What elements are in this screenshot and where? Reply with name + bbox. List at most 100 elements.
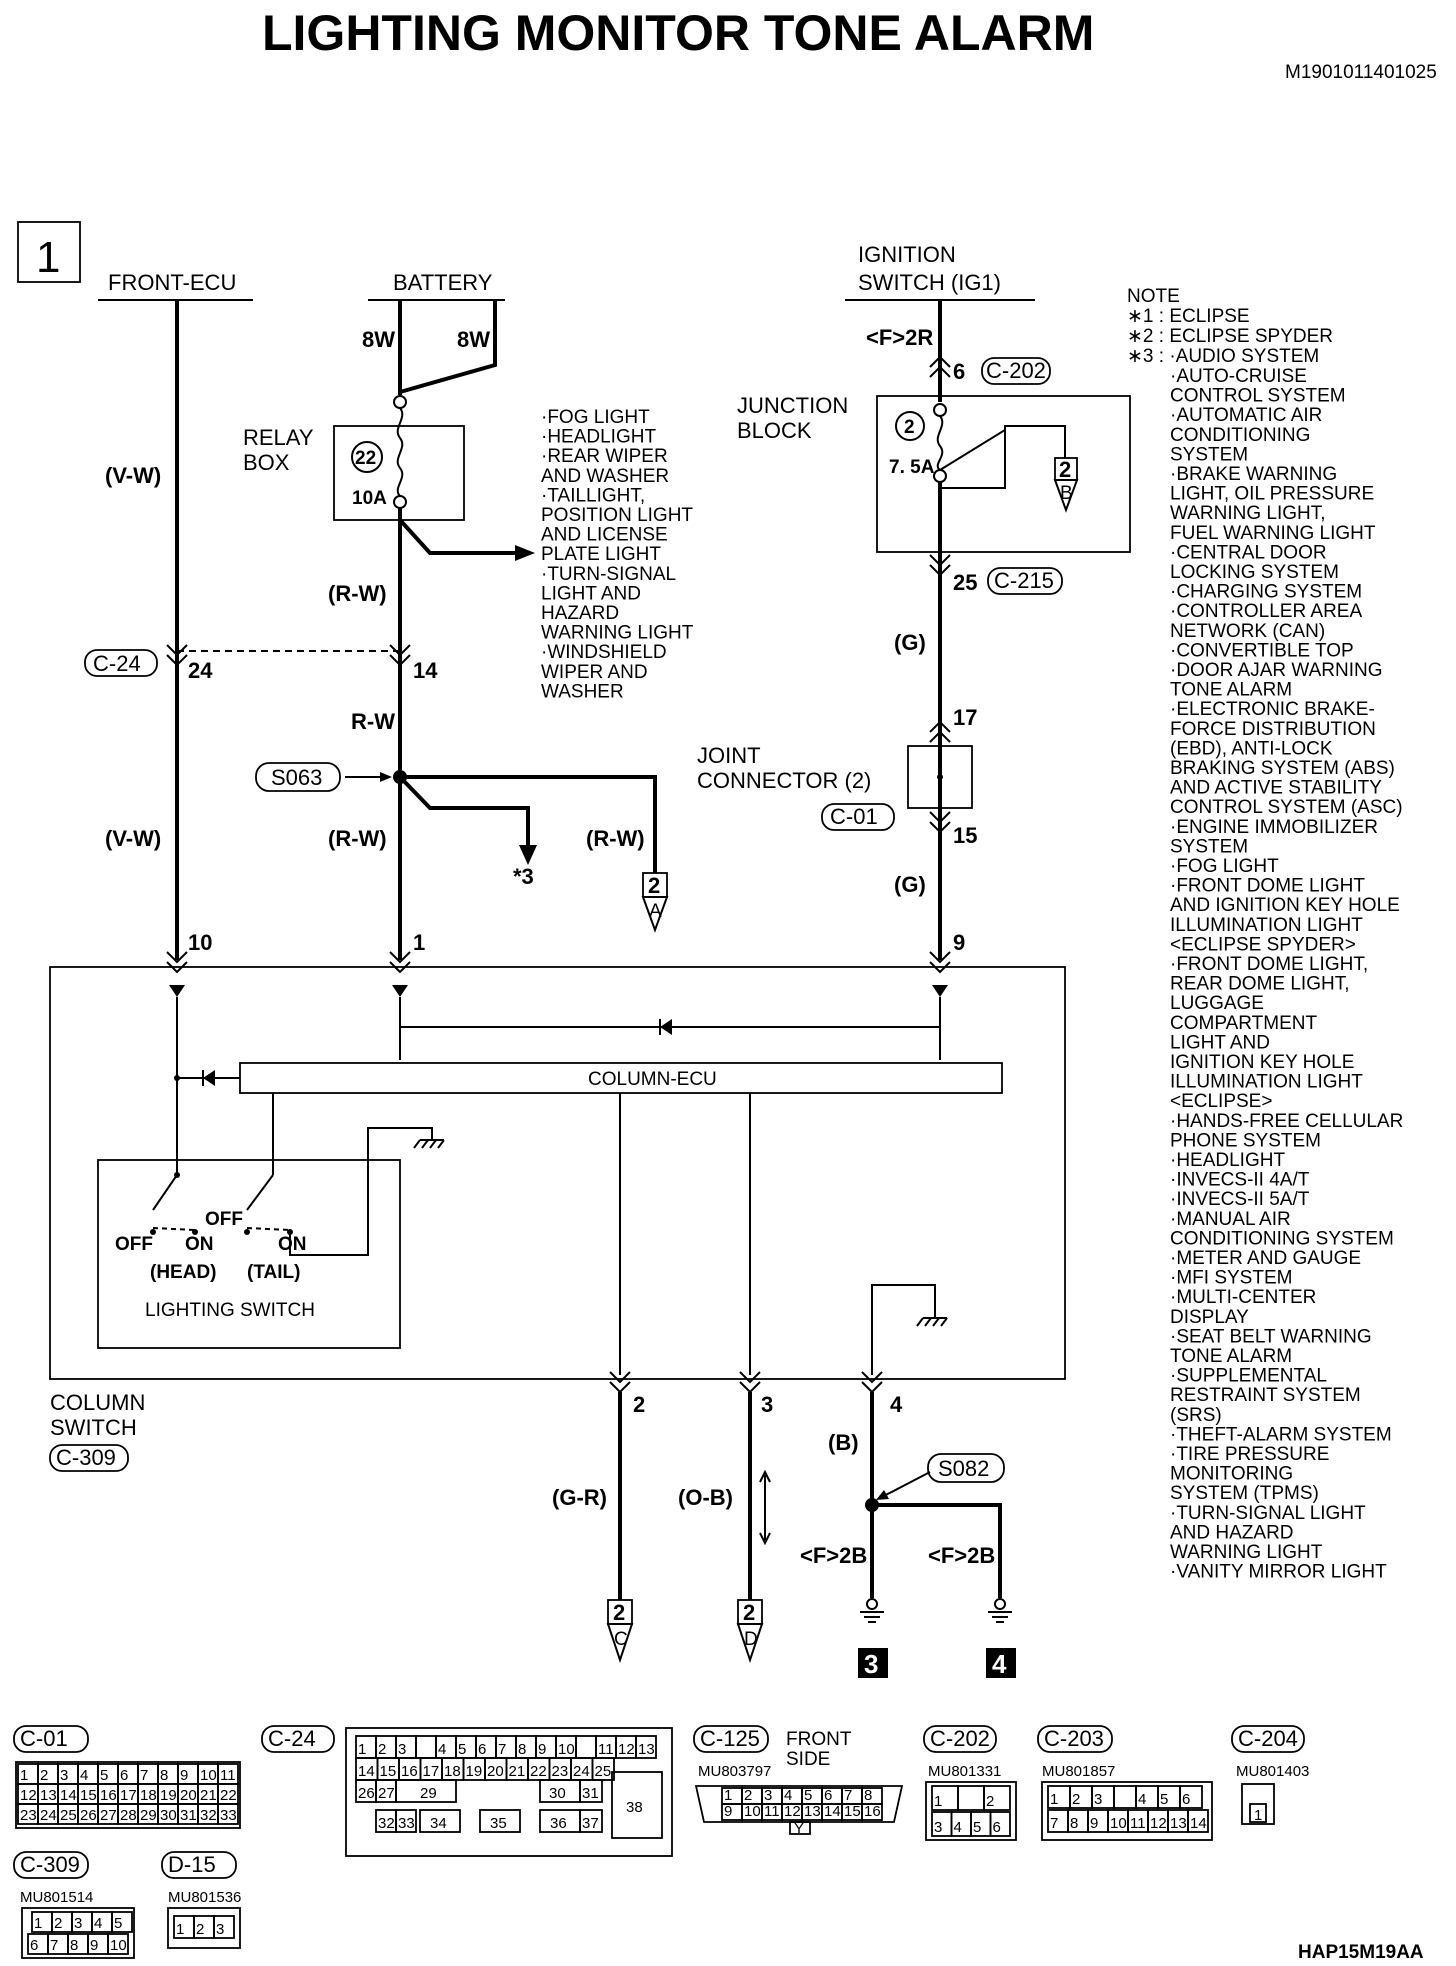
note-item: LIGHT AND: [1170, 1032, 1270, 1053]
pin-17: 17: [953, 705, 977, 730]
note-item: ·HEADLIGHT: [1170, 1150, 1285, 1171]
c125-pin: 4: [784, 1787, 792, 1804]
out-d-no: 2: [743, 1600, 755, 1625]
c204-part: MU801403: [1236, 1763, 1309, 1780]
connector-c204-name: C-204: [1238, 1726, 1298, 1751]
c202-pin: 3: [934, 1819, 942, 1836]
note-item: ·TURN-SIGNAL LIGHT: [1170, 1503, 1366, 1524]
pin-10: 10: [188, 930, 212, 955]
relay-output-item: ·FOG LIGHT: [541, 407, 650, 428]
connector-c203-name: C-203: [1044, 1726, 1104, 1751]
note-item: ·TIRE PRESSURE: [1170, 1444, 1329, 1465]
d15-pin: 3: [216, 1921, 224, 1938]
c202-pin: 4: [954, 1819, 962, 1836]
junction-block-label-1: JUNCTION: [737, 393, 848, 418]
note-item: ·METER AND GAUGE: [1170, 1248, 1361, 1269]
c01-pin: 31: [180, 1807, 197, 1824]
c309-pin: 6: [30, 1937, 38, 1954]
c125-pin: 1: [724, 1787, 732, 1804]
note-item: CONDITIONING SYSTEM: [1170, 1228, 1394, 1249]
c125-pin: 15: [844, 1803, 861, 1820]
c125-pin: 16: [864, 1803, 881, 1820]
c202-part: MU801331: [928, 1763, 1001, 1780]
note-item: ·ENGINE IMMOBILIZER: [1170, 817, 1378, 838]
out-d-ref: D: [744, 1629, 758, 1650]
c24-pin: 24: [573, 1763, 590, 1780]
note-item: ·FRONT DOME LIGHT: [1170, 876, 1365, 897]
note-item: MONITORING: [1170, 1464, 1293, 1485]
c01-pin: 24: [40, 1807, 57, 1824]
c01-pin: 7: [140, 1767, 148, 1784]
c203-pin: 1: [1050, 1791, 1058, 1808]
c309-pin: 10: [110, 1937, 127, 1954]
note-item: BRAKING SYSTEM (ABS): [1170, 758, 1395, 779]
relay-output-item: PLATE LIGHT: [541, 544, 661, 565]
note-item: FORCE DISTRIBUTION: [1170, 719, 1376, 740]
d15-part: MU801536: [168, 1889, 241, 1906]
c309-pin: 7: [50, 1937, 58, 1954]
note-item: TONE ALARM: [1170, 680, 1292, 701]
c24-pin: 13: [638, 1741, 655, 1758]
c125-pin: 8: [864, 1787, 872, 1804]
note-item: ·FOG LIGHT: [1170, 856, 1279, 877]
note-item: LIGHT, OIL PRESSURE: [1170, 484, 1374, 505]
switch-off-2: OFF: [205, 1209, 243, 1230]
c202-pin: 2: [986, 1793, 994, 1810]
note-item: ·SEAT BELT WARNING: [1170, 1326, 1372, 1347]
note-item: SYSTEM: [1170, 444, 1248, 465]
c01-pin: 28: [120, 1807, 137, 1824]
c01-pin: 5: [100, 1767, 108, 1784]
note-item: ·ELECTRONIC BRAKE-: [1170, 699, 1375, 720]
c01-pin: 14: [60, 1787, 77, 1804]
c24-pin: 25: [595, 1763, 612, 1780]
pin-9: 9: [953, 930, 965, 955]
note-item: REAR DOME LIGHT,: [1170, 974, 1349, 995]
connector-c01-label: C-01: [830, 804, 878, 829]
c01-pin: 4: [80, 1767, 88, 1784]
note-item: <ECLIPSE>: [1170, 1091, 1272, 1112]
note-item: ·CONTROLLER AREA: [1170, 601, 1362, 622]
c203-pin: 13: [1170, 1815, 1187, 1832]
c24-pin: 37: [582, 1815, 599, 1832]
connector-c215-label: C-215: [994, 568, 1054, 593]
note-item: ·CONVERTIBLE TOP: [1170, 640, 1354, 661]
pin-15: 15: [953, 823, 977, 848]
pin-4: 4: [890, 1392, 903, 1417]
ignition-wire: <F>2R 6 C-202 JUNCTION BLOCK 2 7. 5A 2 B…: [697, 300, 1131, 997]
c309-pin: 1: [34, 1915, 42, 1932]
c01-pin: 10: [200, 1767, 217, 1784]
front-ecu-wire: (V-W) C-24 24 (V-W) 10: [84, 300, 398, 997]
note-item: ·THEFT-ALARM SYSTEM: [1170, 1424, 1392, 1445]
note-item: AND ACTIVE STABILITY: [1170, 778, 1382, 799]
jb-out-ref: B: [1060, 483, 1073, 504]
c24-pin: 9: [538, 1741, 546, 1758]
c203-pin: 6: [1182, 1791, 1190, 1808]
note-item: ·CENTRAL DOOR: [1170, 542, 1327, 563]
relay-output-item: ·TURN-SIGNAL: [541, 564, 676, 585]
c125-pin: 5: [804, 1787, 812, 1804]
note-item: (EBD), ANTI-LOCK: [1170, 738, 1333, 759]
c24-pin: 12: [618, 1741, 635, 1758]
note-star3: ∗3 : ·AUDIO SYSTEM: [1127, 346, 1319, 367]
c203-pin: 2: [1072, 1791, 1080, 1808]
c01-pin: 27: [100, 1807, 117, 1824]
battery-label: BATTERY: [393, 270, 493, 295]
c01-pin: 16: [100, 1787, 117, 1804]
doc-id: M1901011401025: [1285, 62, 1437, 83]
wire-color-rw-right: (R-W): [586, 826, 645, 851]
c01-pin: 11: [220, 1767, 236, 1784]
c309-pin: 4: [94, 1915, 102, 1932]
note-item: CONTROL SYSTEM (ASC): [1170, 797, 1403, 818]
column-switch-label-2: SWITCH: [50, 1415, 137, 1440]
c01-pin: 17: [120, 1787, 137, 1804]
c125-pin: 3: [764, 1787, 772, 1804]
c24-pin: 33: [398, 1815, 415, 1832]
c24-pin: 19: [466, 1763, 483, 1780]
star3-ref: *3: [513, 864, 534, 889]
splice-s063: S063: [271, 765, 322, 790]
c309-pin: 8: [70, 1937, 78, 1954]
c01-pin: 13: [40, 1787, 57, 1804]
c24-pin: 21: [509, 1763, 526, 1780]
